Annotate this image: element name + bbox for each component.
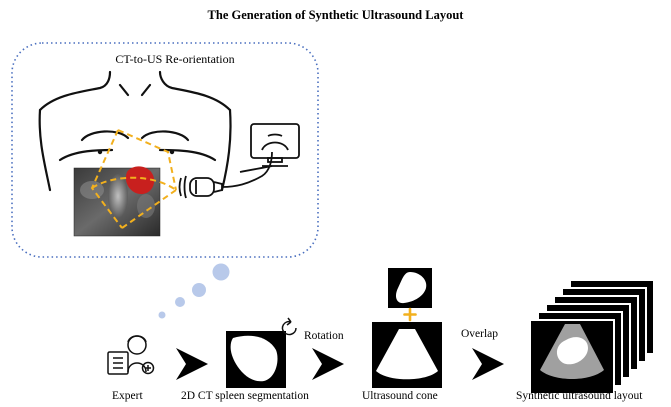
thought-bubble-small	[175, 297, 185, 307]
spleen-shape	[125, 166, 155, 195]
caption-cone: Ultrasound cone	[362, 390, 438, 402]
rotation-label: Rotation	[304, 330, 344, 342]
torso-outline-icon	[38, 70, 232, 192]
reorientation-panel	[11, 42, 319, 258]
plus-icon	[403, 307, 417, 322]
thought-bubble-large	[212, 263, 230, 281]
segmentation-mask-image	[226, 331, 286, 388]
ct-slice-image	[73, 167, 161, 237]
caption-expert: Expert	[112, 390, 143, 402]
expert-doctor-icon	[107, 335, 155, 375]
caption-layout: Synthetic ultrasound layout	[516, 390, 643, 402]
monitor-icon	[239, 123, 300, 173]
panel-label: CT-to-US Re-orientation	[115, 52, 235, 66]
ultrasound-probe-icon	[178, 151, 273, 199]
overlap-label: Overlap	[461, 328, 499, 340]
caption-segmentation: 2D CT spleen segmentation	[181, 390, 309, 402]
flow-arrow-1-icon	[176, 348, 208, 380]
left-nipple	[97, 149, 103, 155]
rotated-mask-image	[388, 268, 432, 308]
thought-bubble-medium	[192, 283, 206, 297]
rotation-icon	[281, 317, 297, 336]
ultrasound-cone-image	[372, 322, 442, 388]
flow-arrow-2-icon	[312, 348, 344, 380]
right-nipple	[169, 149, 175, 155]
synthetic-layout-stack	[529, 279, 655, 395]
thought-bubble-tiny	[158, 311, 166, 319]
probe-sweep-path	[90, 129, 177, 229]
diagram-title: The Generation of Synthetic Ultrasound L…	[207, 8, 464, 22]
flow-arrow-3-icon	[472, 348, 504, 380]
